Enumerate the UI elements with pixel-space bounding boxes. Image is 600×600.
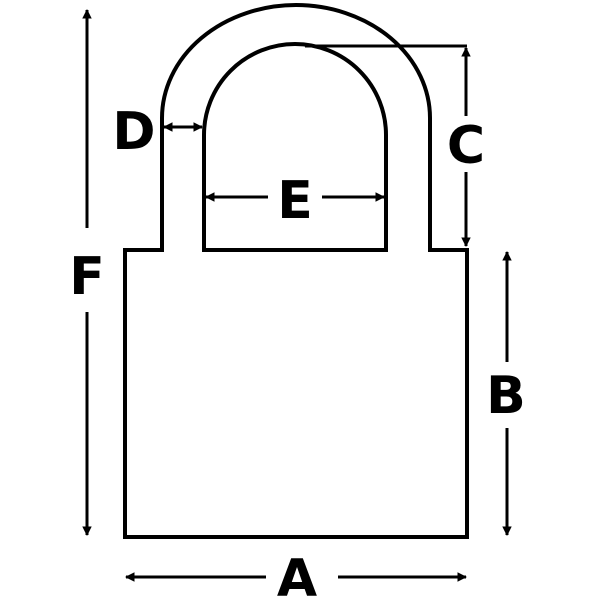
label-d: D [112, 102, 155, 162]
label-a: A [277, 549, 317, 600]
padlock-outline [123, 3, 469, 539]
label-e: E [277, 171, 313, 231]
dimension-b: B [486, 251, 526, 536]
dimension-e: E [205, 171, 385, 231]
dimension-c: C [305, 44, 485, 247]
dimension-f: F [69, 9, 105, 536]
label-b: B [486, 366, 526, 426]
dimension-d: D [112, 102, 203, 162]
label-f: F [69, 247, 105, 307]
shackle-inner-opening [202, 42, 388, 252]
label-c: C [447, 116, 485, 176]
dimension-a: A [125, 549, 467, 600]
